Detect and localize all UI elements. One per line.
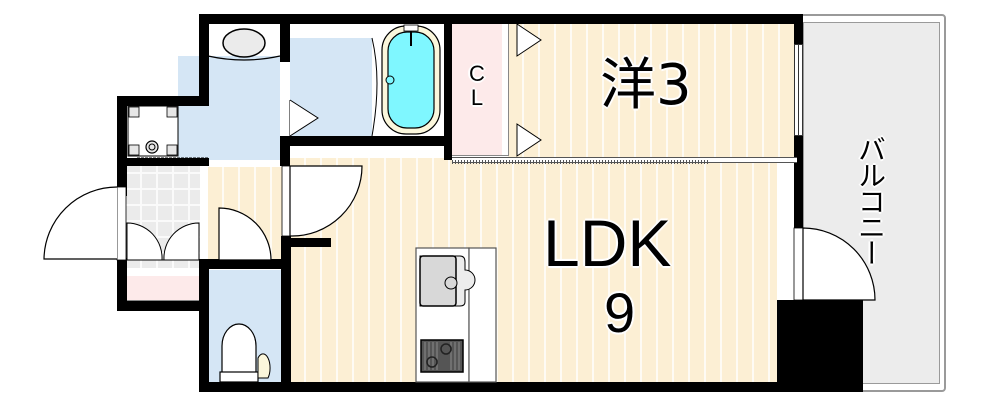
closet-floor	[451, 21, 509, 156]
ldk-size-label: 9	[604, 281, 636, 344]
washing-machine-space-icon	[127, 105, 208, 159]
shoe-cabinet	[126, 268, 199, 301]
washroom-door-icon	[289, 37, 378, 137]
wall-toilet-top	[199, 259, 291, 269]
wall-divider-bath	[280, 14, 290, 62]
balcony-door-icon	[793, 227, 876, 301]
ldk-door-icon	[281, 165, 363, 237]
wall-ldk-left-stub	[281, 238, 331, 247]
closet-doors-icon	[516, 23, 542, 157]
wall-right-mid	[794, 136, 803, 228]
gas-stove-icon	[420, 339, 464, 373]
closet-label: C L	[469, 62, 485, 110]
wall-bath-bottom	[280, 136, 452, 146]
wall-toilet-left-lower	[199, 260, 209, 392]
western-room-floor	[508, 22, 797, 158]
western-room-label: 洋3	[600, 53, 692, 118]
shoe-cabinet-doors-icon	[126, 222, 200, 261]
washbasin-icon	[207, 28, 281, 61]
wall-entrance-top	[117, 158, 209, 166]
kitchen-sink-icon	[419, 255, 476, 307]
wall-left-upper	[117, 96, 127, 196]
closet-label-c: C	[469, 61, 485, 86]
wall-ldk-left	[281, 236, 291, 386]
toilet-door-icon	[218, 207, 272, 261]
wall-left-lower	[117, 258, 127, 310]
wall-divider-mid	[280, 136, 290, 166]
bathtub-icon	[381, 24, 441, 135]
closet-label-l: L	[470, 85, 484, 110]
ldk-floor	[290, 158, 777, 385]
wall-bottom	[199, 382, 778, 392]
wall-right-upper	[794, 14, 803, 44]
toilet-icon	[219, 323, 271, 383]
wall-bath-right	[444, 14, 452, 160]
wall-toilet-left	[199, 14, 209, 106]
balcony-label: バルコニー	[855, 135, 886, 265]
pipe-shaft	[290, 148, 300, 158]
wall-washer-top	[117, 96, 209, 106]
structural-column	[777, 300, 863, 392]
ldk-label: LDK	[543, 206, 672, 280]
washroom-floor	[178, 56, 280, 160]
wall-top	[199, 14, 803, 24]
wall-shoe-bottom	[117, 301, 209, 311]
entrance-door-icon	[43, 186, 127, 261]
